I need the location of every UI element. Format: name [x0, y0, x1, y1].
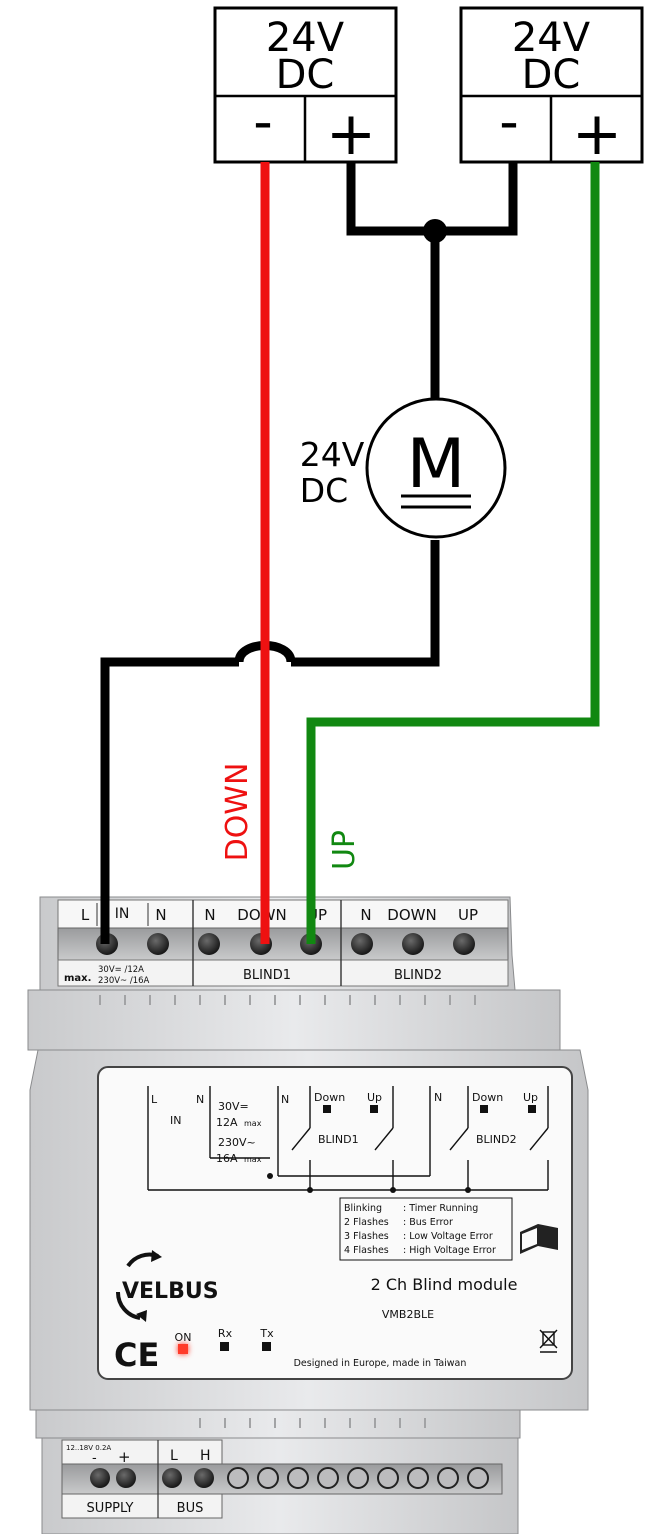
psu2-minus-terminal: -	[499, 90, 519, 153]
psu1-minus-terminal: -	[253, 90, 273, 153]
group-label-blind1: BLIND1	[243, 968, 291, 983]
led-label-rx: Rx	[218, 1327, 233, 1340]
weee-bin-icon	[539, 1329, 558, 1353]
led-tx	[262, 1342, 271, 1351]
panel-label-l: L	[151, 1093, 158, 1106]
status-value-3: : High Voltage Error	[403, 1245, 496, 1256]
terminal-label-blind1-n: N	[204, 906, 215, 924]
led-label-tx: Tx	[259, 1327, 274, 1340]
motor-voltage: 24V	[300, 435, 365, 474]
motor-symbol: M	[407, 425, 466, 504]
bottom-bus-label: BUS	[177, 1501, 204, 1516]
ce-mark: CE	[114, 1336, 159, 1374]
motor: M 24V DC	[300, 397, 507, 539]
up-wire	[306, 162, 600, 944]
terminal-label-blind2-n: N	[360, 906, 371, 924]
velbus-logo: VELBUS	[115, 1250, 219, 1322]
rating-prefix: max.	[64, 973, 91, 984]
status-key-0: Blinking	[344, 1203, 382, 1214]
status-key-3: 4 Flashes	[344, 1245, 389, 1256]
manual-book-icon	[520, 1224, 558, 1254]
panel-label-down2: Down	[472, 1091, 503, 1104]
velbus-module: L IN N N DOWN UP N DOWN UP max. 30V= /12…	[27, 896, 589, 1535]
psu2-type: DC	[522, 52, 581, 98]
up-label: UP	[327, 830, 362, 870]
power-supply-1: 24V DC - +	[213, 6, 398, 169]
motor-type: DC	[300, 471, 348, 510]
psu1-voltage: 24V	[266, 15, 345, 61]
bottom-l: L	[170, 1448, 178, 1464]
panel-label-in: IN	[170, 1114, 181, 1127]
bottom-h: H	[200, 1448, 211, 1464]
bottom-supply-rating: 12..18V 0.2A	[66, 1444, 111, 1452]
led-rx	[220, 1342, 229, 1351]
rating-line-1: 30V= /12A	[98, 965, 144, 975]
junction-dot	[423, 219, 447, 243]
panel-label-blind2: BLIND2	[476, 1133, 517, 1146]
panel-spec-1: 30V=	[218, 1100, 249, 1113]
status-key-1: 2 Flashes	[344, 1217, 389, 1228]
panel-spec-4: 16A	[216, 1152, 238, 1165]
terminal-label-l: L	[81, 906, 90, 924]
led-on	[178, 1344, 188, 1354]
top-terminal-label-strip	[57, 899, 509, 929]
status-table	[339, 1197, 513, 1261]
psu2-plus-terminal: +	[572, 99, 622, 169]
terminal-label-in: IN	[115, 906, 130, 922]
psu1-type: DC	[276, 52, 335, 98]
status-key-2: 3 Flashes	[344, 1231, 389, 1242]
panel-spec-3: 230V~	[218, 1136, 256, 1149]
terminal-label-blind2-down: DOWN	[387, 906, 436, 924]
rating-line-2: 230V~ /16A	[98, 976, 150, 986]
led-label-on: ON	[175, 1331, 192, 1344]
panel-label-n: N	[196, 1093, 204, 1106]
origin-text: Designed in Europe, made in Taiwan	[294, 1358, 467, 1369]
panel-spec-2-max: max	[244, 1119, 262, 1128]
bottom-label-strip	[61, 1439, 223, 1465]
model-number: VMB2BLE	[382, 1308, 434, 1321]
panel-label-up1: Up	[367, 1091, 382, 1104]
brand-name: VELBUS	[122, 1279, 219, 1304]
bottom-terminal-screws	[90, 1467, 489, 1489]
power-supply-2: 24V DC - +	[459, 6, 644, 169]
panel-label-n3: N	[434, 1091, 442, 1104]
terminal-label-blind2-up: UP	[458, 906, 478, 924]
panel-label-n2: N	[281, 1093, 289, 1106]
product-name: 2 Ch Blind module	[371, 1275, 518, 1294]
status-value-1: : Bus Error	[403, 1217, 453, 1228]
terminal-label-n: N	[155, 906, 166, 924]
panel-spec-4-max: max	[244, 1155, 262, 1164]
panel-label-down1: Down	[314, 1091, 345, 1104]
panel-label-up2: Up	[523, 1091, 538, 1104]
group-label-blind2: BLIND2	[394, 968, 442, 983]
rating-label-strip	[57, 959, 509, 987]
bottom-plus: +	[118, 1448, 131, 1466]
bottom-supply-label: SUPPLY	[87, 1501, 134, 1516]
panel-spec-2: 12A	[216, 1116, 238, 1129]
panel-label-blind1: BLIND1	[318, 1133, 359, 1146]
status-value-0: : Timer Running	[403, 1203, 478, 1214]
bottom-minus: -	[92, 1451, 97, 1466]
psu1-plus-terminal: +	[326, 99, 376, 169]
down-label: DOWN	[220, 763, 255, 862]
status-value-2: : Low Voltage Error	[403, 1231, 493, 1242]
psu2-voltage: 24V	[512, 15, 591, 61]
panel-schematic	[147, 1086, 549, 1191]
